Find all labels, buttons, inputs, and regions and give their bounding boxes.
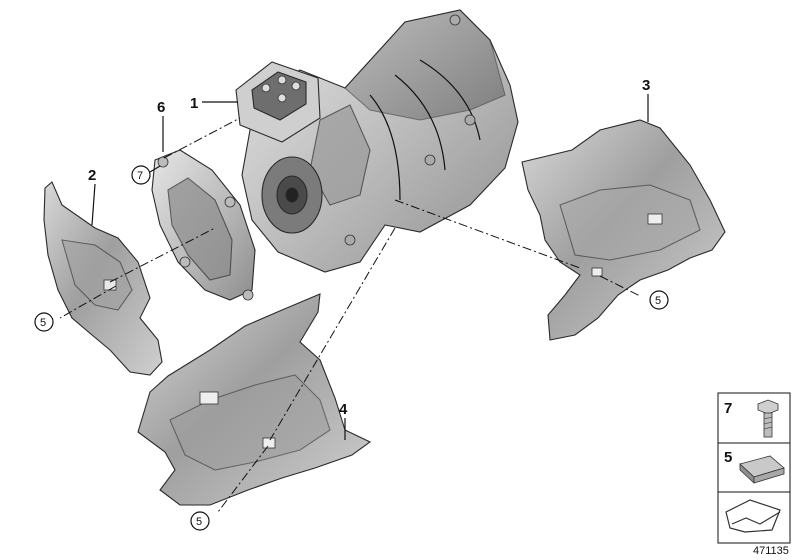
heat-shield-right <box>521 119 726 341</box>
callout-1: 1 <box>190 95 198 112</box>
callout-5-left: 5 <box>40 317 46 329</box>
callout-5-bottom: 5 <box>196 516 202 528</box>
callout-4: 4 <box>339 401 348 418</box>
callout-7: 7 <box>137 170 143 182</box>
assembly-lines <box>59 117 641 513</box>
motor-cover <box>151 149 256 301</box>
callouts: 1 6 7 2 5 3 5 4 5 <box>34 77 669 531</box>
diagram-reference-number: 471135 <box>753 545 789 557</box>
bolt-icon <box>757 399 779 438</box>
callout-5-bottom-circle <box>190 511 210 531</box>
heat-shield-left <box>43 181 163 376</box>
heat-shield-bottom <box>137 293 372 506</box>
legend-clip-number: 5 <box>724 449 732 466</box>
callout-5-right: 5 <box>655 295 661 307</box>
clip-nut-icon <box>739 455 785 484</box>
parts-legend: 7 5 <box>717 392 791 544</box>
callout-7-circle <box>131 165 151 185</box>
callout-5-right-circle <box>649 290 669 310</box>
callout-3: 3 <box>642 77 650 94</box>
callout-5-left-circle <box>34 312 54 332</box>
legend-bolt-number: 7 <box>724 400 732 417</box>
electric-motor <box>235 9 519 273</box>
callout-2: 2 <box>88 167 96 184</box>
diagram-arrow-icon <box>725 499 781 533</box>
callout-6: 6 <box>157 99 165 116</box>
